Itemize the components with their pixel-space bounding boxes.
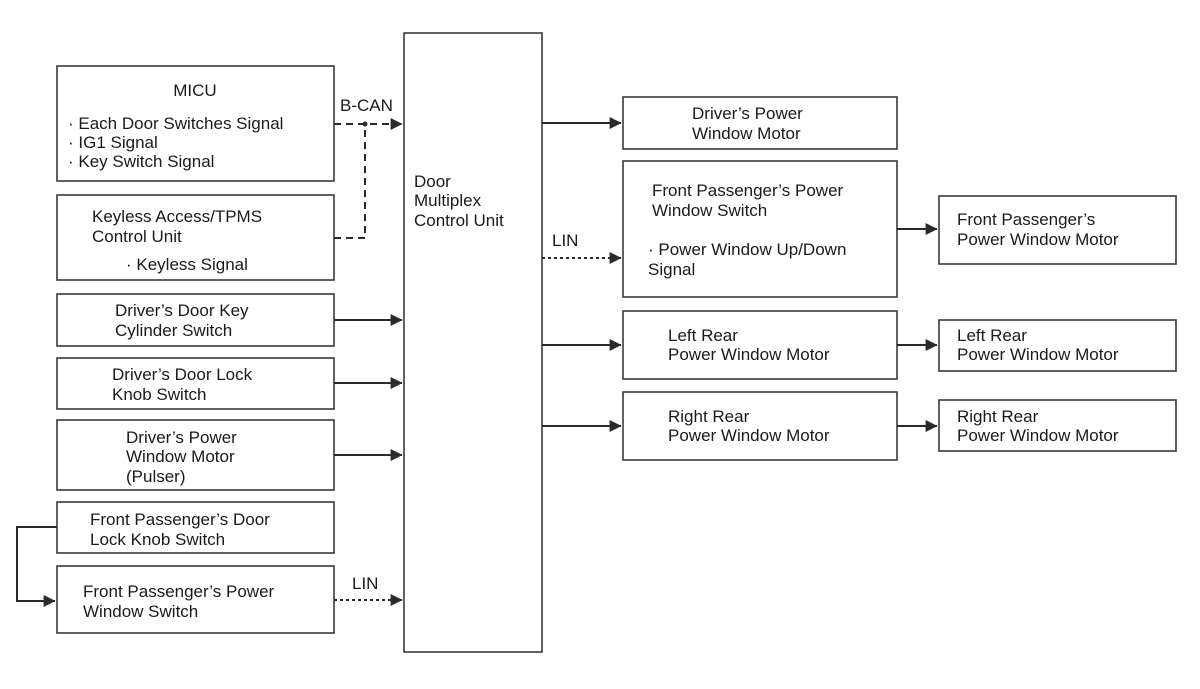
- bcan-keyless-connector: [334, 124, 366, 239]
- rr-motor-line2: Power Window Motor: [957, 426, 1119, 445]
- lin-right-label: LIN: [552, 231, 578, 250]
- driver-door-key-cylinder-block: Driver’s Door Key Cylinder Switch: [56, 293, 335, 347]
- fp-lock-knob-line1: Front Passenger’s Door: [90, 510, 270, 529]
- keyless-signal: · Keyless Signal: [126, 255, 248, 274]
- lock-knob-line1: Driver’s Door Lock: [112, 365, 253, 384]
- fp-switch-right-line1: Front Passenger’s Power: [652, 181, 844, 200]
- micu-title: MICU: [173, 81, 216, 100]
- right-rear-window-motor-block: Right Rear Power Window Motor: [938, 399, 1177, 452]
- bcan-label: B-CAN: [340, 96, 393, 115]
- center-line2: Multiplex: [414, 191, 482, 210]
- rr-switch-line1: Right Rear: [668, 407, 750, 426]
- front-passenger-door-lock-knob-block: Front Passenger’s Door Lock Knob Switch: [56, 501, 335, 554]
- center-line3: Control Unit: [414, 211, 504, 230]
- lock-knob-line2: Knob Switch: [112, 385, 207, 404]
- bcan-junction-dot: [362, 121, 368, 127]
- left-rear-window-switch-block: Left Rear Power Window Motor: [622, 310, 898, 380]
- front-passenger-window-switch-right-block: Front Passenger’s Power Window Switch · …: [622, 160, 898, 298]
- fp-motor-line1: Front Passenger’s: [957, 210, 1095, 229]
- front-passenger-window-switch-left-block: Front Passenger’s Power Window Switch: [56, 565, 335, 634]
- rr-motor-line1: Right Rear: [957, 407, 1039, 426]
- driver-window-motor-block: Driver’s Power Window Motor: [622, 96, 898, 150]
- driver-door-lock-knob-block: Driver’s Door Lock Knob Switch: [56, 357, 335, 410]
- left-rear-window-motor-block: Left Rear Power Window Motor: [938, 319, 1177, 372]
- fp-switch-right-signal-line2: Signal: [648, 260, 695, 279]
- right-rear-window-switch-block: Right Rear Power Window Motor: [622, 391, 898, 461]
- keyless-label-line1: Keyless Access/TPMS: [92, 207, 262, 226]
- lin-left-label: LIN: [352, 574, 378, 593]
- fp-switch-left-line2: Window Switch: [83, 602, 198, 621]
- micu-block: MICU · Each Door Switches Signal · IG1 S…: [56, 65, 335, 182]
- key-cylinder-line2: Cylinder Switch: [115, 321, 232, 340]
- lr-switch-line2: Power Window Motor: [668, 345, 830, 364]
- lr-motor-line1: Left Rear: [957, 326, 1027, 345]
- keyless-label-line2: Control Unit: [92, 227, 182, 246]
- rr-switch-line2: Power Window Motor: [668, 426, 830, 445]
- fp-lock-knob-line2: Lock Knob Switch: [90, 530, 225, 549]
- driver-pulser-motor-block: Driver’s Power Window Motor (Pulser): [56, 419, 335, 491]
- keyless-access-block: Keyless Access/TPMS Control Unit · Keyle…: [56, 194, 335, 281]
- driver-motor-line1: Driver’s Power: [692, 104, 803, 123]
- driver-motor-line2: Window Motor: [692, 124, 801, 143]
- micu-door-switches-signal: · Each Door Switches Signal: [68, 114, 283, 133]
- lr-switch-line1: Left Rear: [668, 326, 738, 345]
- pulser-line1: Driver’s Power: [126, 428, 237, 447]
- fp-switch-right-signal-line1: · Power Window Up/Down: [648, 240, 846, 259]
- pulser-line3: (Pulser): [126, 467, 186, 486]
- key-cylinder-line1: Driver’s Door Key: [115, 301, 249, 320]
- fp-lock-to-switch-connector: [16, 526, 57, 607]
- fp-switch-left-line1: Front Passenger’s Power: [83, 582, 275, 601]
- center-line1: Door: [414, 172, 451, 191]
- fp-motor-line2: Power Window Motor: [957, 230, 1119, 249]
- door-multiplex-control-unit-block: Door Multiplex Control Unit: [403, 32, 543, 653]
- micu-ig1-signal: · IG1 Signal: [68, 133, 158, 152]
- fp-switch-right-line2: Window Switch: [652, 201, 767, 220]
- front-passenger-window-motor-block: Front Passenger’s Power Window Motor: [938, 195, 1177, 265]
- lr-motor-line2: Power Window Motor: [957, 345, 1119, 364]
- micu-key-switch-signal: · Key Switch Signal: [68, 152, 214, 171]
- pulser-line2: Window Motor: [126, 447, 235, 466]
